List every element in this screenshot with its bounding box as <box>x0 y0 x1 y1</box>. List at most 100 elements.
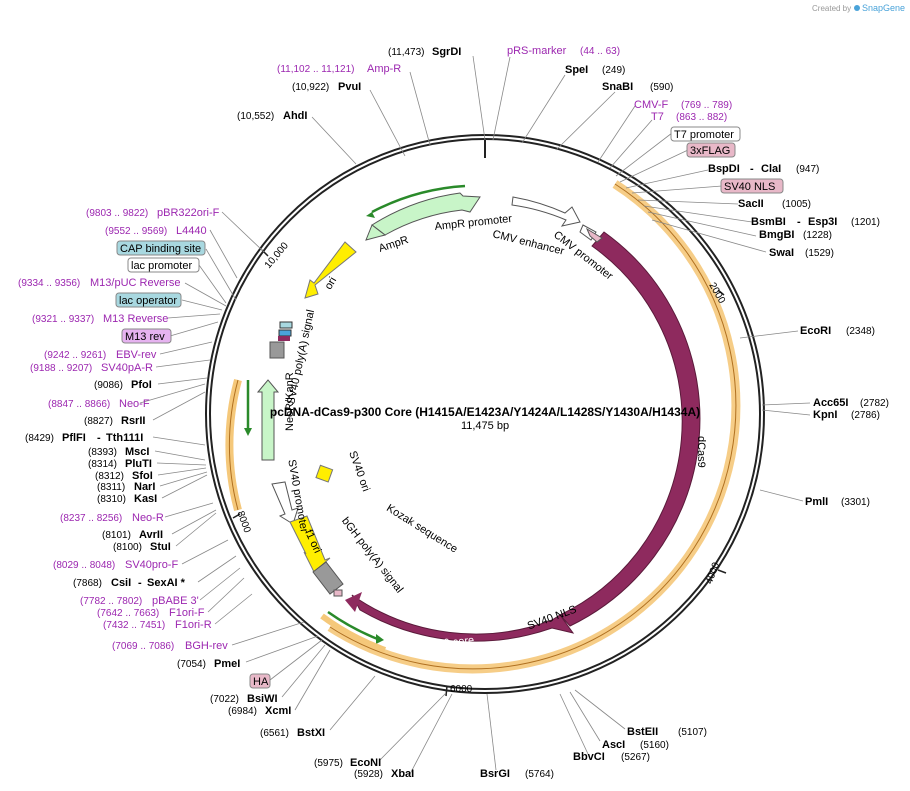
prs-marker-primer[interactable]: pRS-marker <box>507 45 567 57</box>
snabi-pos: (590) <box>650 82 673 93</box>
sgrdi-site[interactable]: SgrDI <box>432 46 461 58</box>
l4440-primer[interactable]: L4440 <box>176 225 207 237</box>
pfoi-site[interactable]: PfoI <box>131 379 152 391</box>
flag-label[interactable]: 3xFLAG <box>690 145 730 157</box>
amp-r-primer[interactable]: Amp-R <box>367 63 401 75</box>
kasi-site[interactable]: KasI <box>134 493 157 505</box>
bstxi-site[interactable]: BstXI <box>297 727 325 739</box>
cap-label[interactable]: CAP binding site <box>120 243 201 255</box>
ecori-site[interactable]: EcoRI <box>800 325 831 337</box>
backbone-outer <box>205 134 765 694</box>
pbabe-range: (7782 .. 7802) <box>80 596 142 607</box>
csii-site[interactable]: CsiI <box>111 577 131 589</box>
tth-site[interactable]: Tth111I <box>106 432 143 444</box>
m13-mark <box>278 336 290 341</box>
esp3i-site[interactable]: Esp3I <box>808 216 837 228</box>
msci-site[interactable]: MscI <box>125 446 149 458</box>
neof-primer[interactable]: Neo-F <box>119 398 150 410</box>
xbai-site[interactable]: XbaI <box>391 768 414 780</box>
lac-operator-box <box>115 292 182 308</box>
sfoi-pos: (8312) <box>95 471 124 482</box>
asci-site[interactable]: AscI <box>602 739 625 751</box>
stui-site[interactable]: StuI <box>150 541 171 553</box>
bspdi-pos: (947) <box>796 164 819 175</box>
m13puc-primer[interactable]: M13/pUC Reverse <box>90 277 180 289</box>
pmli-site[interactable]: PmlI <box>805 496 828 508</box>
ori-arrow <box>304 241 357 299</box>
avrii-site[interactable]: AvrII <box>139 529 163 541</box>
bbvci-site[interactable]: BbvCI <box>573 751 605 763</box>
kozak-label: Kozak sequence <box>384 502 459 555</box>
t7-primer[interactable]: T7 <box>651 111 664 123</box>
f1orir-primer[interactable]: F1ori-R <box>175 619 212 631</box>
sacii-site[interactable]: SacII <box>738 198 764 210</box>
t7-promoter-label[interactable]: T7 promoter <box>674 129 734 141</box>
ha-label[interactable]: HA <box>253 676 269 688</box>
cmv-enhancer-arrow <box>511 196 581 227</box>
sv40pro-primer[interactable]: SV40pro-F <box>125 559 178 571</box>
sv40-promoter-arrow <box>271 481 299 525</box>
spei-site[interactable]: SpeI <box>565 64 588 76</box>
sv40-ori-square <box>315 464 334 483</box>
bgh-rev-primer[interactable]: BGH-rev <box>185 640 228 652</box>
ahdi-site[interactable]: AhdI <box>283 110 307 122</box>
lac-promoter-box <box>127 257 200 273</box>
bmgbi-site[interactable]: BmgBI <box>759 229 794 241</box>
csii-pos: (7868) <box>73 578 102 589</box>
watermark-brand: SnapGene <box>862 3 905 13</box>
rsrii-site[interactable]: RsrII <box>121 415 145 427</box>
sv40-nls-box-label[interactable]: SV40 NLS <box>724 181 775 193</box>
nari-site[interactable]: NarI <box>134 481 155 493</box>
t7-feature <box>585 227 603 243</box>
neokan-label: NeoR/KanR <box>284 372 296 431</box>
ahdi-pos: (10,552) <box>237 111 274 122</box>
sfoi-site[interactable]: SfoI <box>132 470 153 482</box>
sexai-site[interactable]: SexAI * <box>147 577 186 589</box>
bsrgi-pos: (5764) <box>525 769 554 780</box>
ebv-primer[interactable]: EBV-rev <box>116 349 157 361</box>
snapgene-logo-icon <box>854 5 860 11</box>
cap-mark <box>278 329 292 337</box>
nari-pos: (8311) <box>97 482 125 493</box>
rsrii-pos: (8827) <box>84 416 113 427</box>
m13rev-primer[interactable]: M13 Reverse <box>103 313 168 325</box>
ha-box <box>249 673 271 689</box>
spei-pos: (249) <box>602 65 625 76</box>
lac-operator-label[interactable]: lac operator <box>119 295 177 307</box>
clai-site[interactable]: ClaI <box>761 163 781 175</box>
pmei-site[interactable]: PmeI <box>214 658 240 670</box>
swai-site[interactable]: SwaI <box>769 247 794 259</box>
neor-primer[interactable]: Neo-R <box>132 512 164 524</box>
watermark-prefix: Created by <box>812 4 851 13</box>
bsmbi-site[interactable]: BsmBI <box>751 216 786 228</box>
pvui-site[interactable]: PvuI <box>338 81 361 93</box>
m13rev-box-label[interactable]: M13 rev <box>125 331 165 343</box>
xcmi-site[interactable]: XcmI <box>265 705 291 717</box>
plut-site[interactable]: PluTI <box>125 458 152 470</box>
lac-promoter-label[interactable]: lac promoter <box>131 260 192 272</box>
bsiwi-pos: (7022) <box>210 694 239 705</box>
m13rev-box <box>121 328 172 344</box>
econi-site[interactable]: EcoNI <box>350 757 381 769</box>
pbabe-primer[interactable]: pBABE 3' <box>152 595 199 607</box>
cap-box <box>116 240 206 256</box>
f1orir-range: (7432 .. 7451) <box>103 620 165 631</box>
cmv-f-primer[interactable]: CMV-F <box>634 99 669 111</box>
bsiwi-site[interactable]: BsiWI <box>247 693 278 705</box>
bsteii-site[interactable]: BstEII <box>627 726 658 738</box>
bspdi-site[interactable]: BspDI <box>708 163 740 175</box>
bgh-box <box>312 561 344 595</box>
bsteii-pos: (5107) <box>678 727 707 738</box>
snabi-site[interactable]: SnaBI <box>602 81 633 93</box>
f1orif-primer[interactable]: F1ori-F <box>169 607 205 619</box>
sv40pa-primer[interactable]: SV40pA-R <box>101 362 153 374</box>
pbr-primer[interactable]: pBR322ori-F <box>157 207 220 219</box>
asci-pos: (5160) <box>640 740 669 751</box>
pflfi-site[interactable]: PflFI <box>62 432 86 444</box>
acc65i-site[interactable]: Acc65I <box>813 397 848 409</box>
kpni-site[interactable]: KpnI <box>813 409 837 421</box>
bsrgi-site[interactable]: BsrGI <box>480 768 510 780</box>
t7-promoter-box <box>670 126 741 142</box>
bstxi-pos: (6561) <box>260 728 289 739</box>
p300-core-label: p300 core <box>425 635 475 652</box>
